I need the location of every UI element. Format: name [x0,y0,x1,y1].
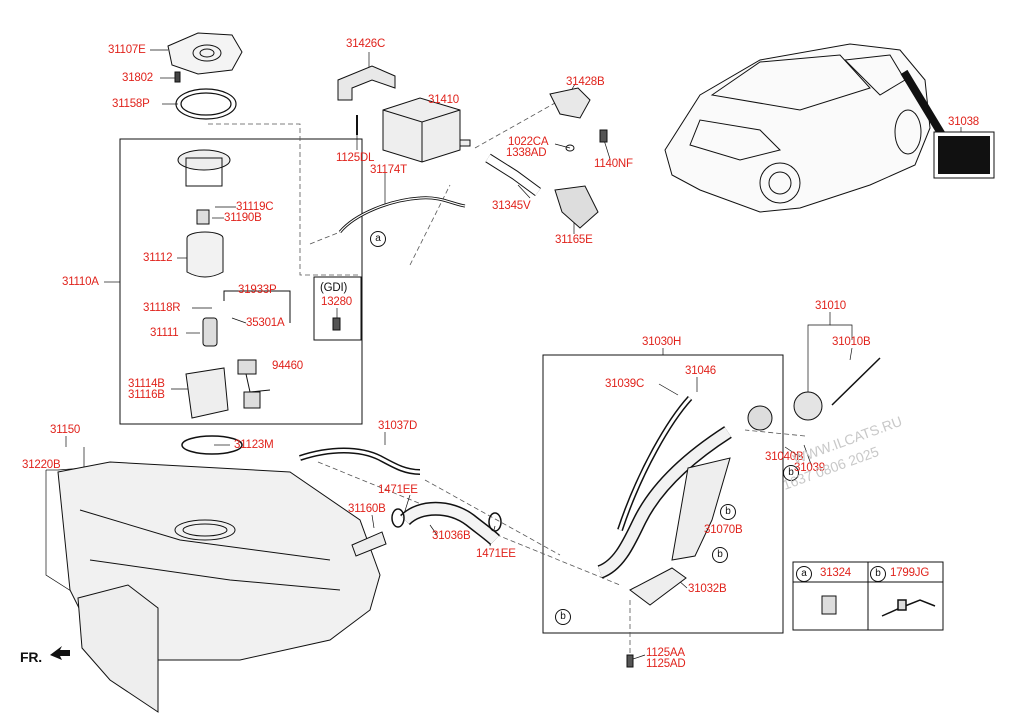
13280-sensor [332,317,341,331]
label-1471ee-b: 1471EE [476,548,516,560]
label-31040b: 31040B [765,451,804,463]
label-31174t: 31174T [370,164,407,176]
front-direction-label: FR. [20,649,42,665]
label-31037d: 31037D [378,420,418,432]
31165e-filter [554,185,599,229]
label-1471ee-a: 1471EE [378,484,418,496]
label-31426c: 31426C [346,38,386,50]
label-31119c: 31119C [236,201,274,213]
1799jg-tie-icon [881,599,936,617]
leader-pump-to-canister [208,123,360,276]
callout-b-2: b [720,504,736,520]
label-31428b: 31428B [566,76,605,88]
label-31110a: 31110A [62,276,99,288]
label-31107e: 31107E [108,44,146,56]
94460-sender [237,359,271,409]
label-31160b: 31160B [348,503,386,515]
31324-clip-icon [821,595,837,615]
label-31190b: 31190B [224,212,262,224]
31410-canister [382,97,471,163]
label-31046: 31046 [685,365,716,377]
label-1125dl: 1125DL [336,152,375,164]
label-31116b: 31116B [128,389,165,401]
31174t-vapor-line [338,196,466,233]
callout-b-4: b [555,609,571,625]
label-94460: 94460 [272,360,303,372]
gdi-frame [313,276,362,341]
label-31010b: 31010B [832,336,871,348]
label-gdi: (GDI) [320,282,348,294]
31190b-filter [196,209,210,225]
label-31802: 31802 [122,72,153,84]
31040b-housing [747,405,773,431]
label-1125aa: 1125AA [646,647,685,659]
label-31030h: 31030H [642,336,682,348]
31070b-guard [671,457,731,561]
1471ee-clamp-b [488,512,502,532]
callout-b-1: b [783,465,799,481]
31112-reservoir [186,231,224,278]
label-1140nf: 1140NF [594,158,633,170]
label-31070b: 31070B [704,524,743,536]
1471ee-clamp-a [391,508,405,528]
label-31123m: 31123M [234,439,274,451]
31426c-bracket [337,65,396,101]
label-31220b: 31220B [22,459,61,471]
31802-screw [174,71,181,83]
legend-label-b: 1799JG [890,567,930,579]
label-31150: 31150 [50,424,81,436]
label-31410: 31410 [428,94,459,106]
label-31112: 31112 [143,252,173,264]
31160b-hose [351,531,387,557]
front-arrow [50,646,70,660]
31010-fuel-cap [793,391,823,421]
1125aa-bolt [626,654,634,668]
label-1125ad: 1125AD [646,658,686,670]
label-31032b: 31032B [688,583,727,595]
label-31165e: 31165E [555,234,593,246]
label-31118r: 31118R [143,302,181,314]
31111-pump [202,317,218,347]
callout-a-1: a [370,231,386,247]
label-31114b: 31114B [128,378,165,390]
callout-b-3: b [712,547,728,563]
label-1022ca: 1022CA [508,136,549,148]
31032b-bracket [629,567,687,606]
label-31038: 31038 [948,116,979,128]
label-31010: 31010 [815,300,846,312]
31158p-ring [175,88,237,120]
31107e-cover [167,32,243,75]
31123m-gasket [181,435,243,455]
legend-callout-b: b [870,566,886,582]
31038-label-sticker [933,131,995,179]
1140nf-bolt [599,129,608,143]
label-31345v: 31345V [492,200,531,212]
label-31039c: 31039C [605,378,645,390]
label-13280: 13280 [321,296,352,308]
label-35301a: 35301A [246,317,285,329]
31428b-bracket [549,87,591,119]
label-31158p: 31158P [112,98,150,110]
label-31036b: 31036B [432,530,471,542]
label-1338ad: 1338AD [506,147,547,159]
31114b-bracket [185,367,229,419]
label-31039: 31039 [794,462,825,474]
1022ca-clip [565,144,575,152]
vehicle-illustration [664,43,931,213]
label-31933p: 31933P [238,284,277,296]
label-31111: 31111 [150,327,179,339]
pump-flange [177,149,231,187]
31220b-shield [77,584,159,713]
legend-label-a: 31324 [820,567,851,579]
pump-assembly-frame [119,138,363,425]
legend-callout-a: a [796,566,812,582]
